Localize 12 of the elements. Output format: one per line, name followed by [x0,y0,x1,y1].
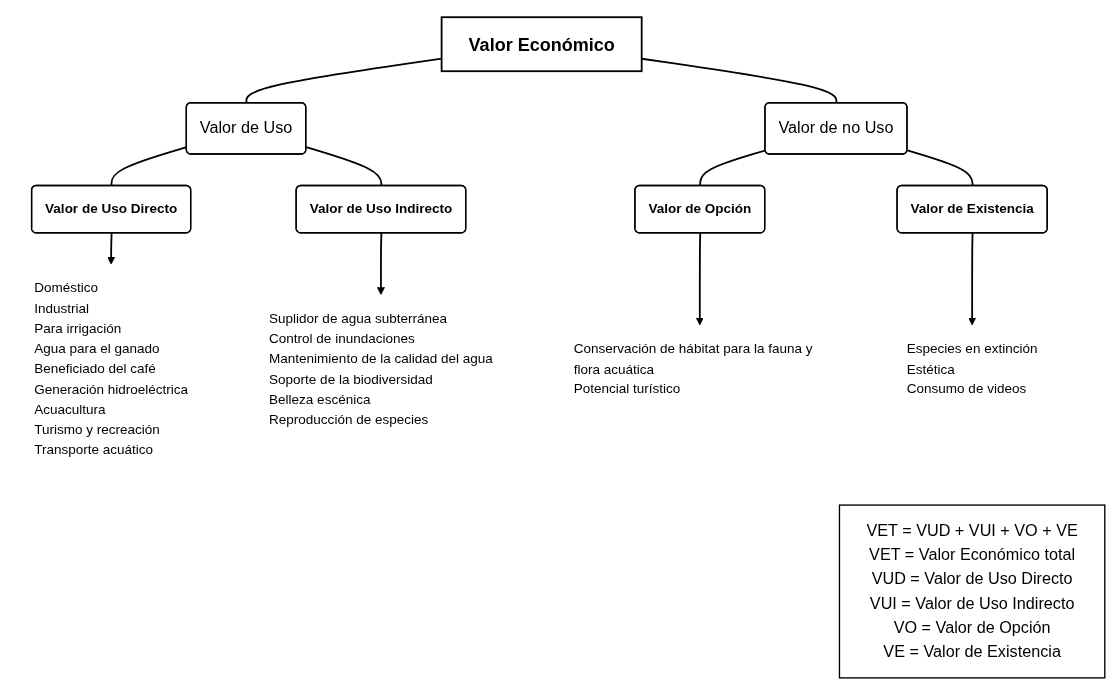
arrow [695,232,704,326]
node-text: Doméstico Industrial Para irrigación Agua para el ganado Beneficiado del café Generación hidroeléctrica Acuacultura Turismo y recreación Transporte acuático [34,279,189,457]
node-text: Suplidor de agua subterránea Control de inundaciones Mantenimiento de la calidad del agua Soporte de la biodiversidad Belleza escénica Reproducción de especies [269,309,493,427]
node-box: VET = VUD + VUI + VO + VE VET = Valor Económico total VUD = Valor de Uso Directo VUI = Valor de Uso Indirecto VO = Valor de Opción VE = Valor de Existencia [838,504,1106,679]
arrow [107,232,116,265]
node-box: Valor Económico [440,16,643,73]
connector [305,146,383,187]
node-text: Especies en extinción Estética Consumo de videos [906,340,1038,397]
arrow [968,232,977,326]
arrow [376,232,385,295]
connector [906,149,974,187]
node-text: Conservación de hábitat para la fauna y flora acuática Potencial turístico [573,340,813,397]
